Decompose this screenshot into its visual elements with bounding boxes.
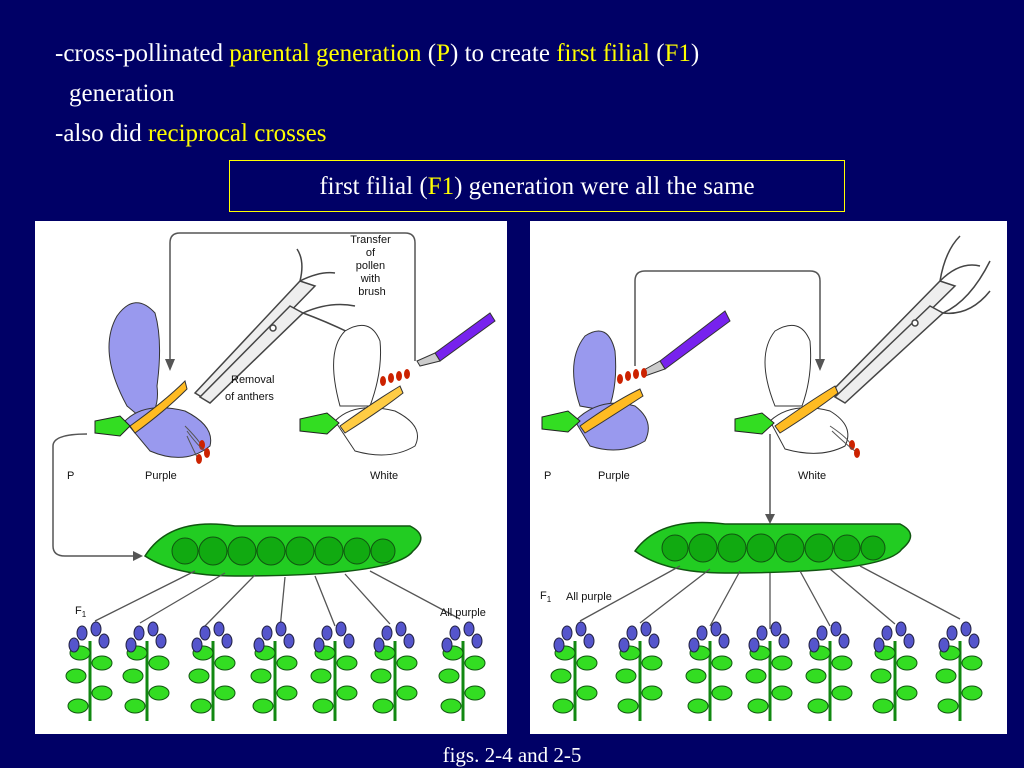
text-paren-open: ( <box>421 40 437 67</box>
callout-highlight-f1: F1 <box>427 173 455 200</box>
purple-label-right: Purple <box>598 470 630 482</box>
text-cross-pollinated: -cross-pollinated <box>55 40 230 67</box>
f1-plant-icon <box>935 621 983 721</box>
figure-caption: figs. 2-4 and 2-5 <box>442 743 582 767</box>
pea-pod-icon-right <box>633 521 912 574</box>
f1-arrows-right <box>579 565 961 629</box>
pea-pod-icon <box>143 523 422 577</box>
white-label-right: White <box>798 470 826 482</box>
highlight-p: P <box>436 40 451 67</box>
p-to-pod-arrow <box>52 433 135 557</box>
transfer-arrow-path-right <box>634 270 821 366</box>
white-to-pod-arrowhead <box>765 514 775 524</box>
highlight-parental-generation: parental generation <box>229 40 422 67</box>
scissors-icon-right <box>828 235 991 404</box>
transfer-label: Transfer of pollen with brush <box>350 234 394 298</box>
white-flower-icon-right <box>734 324 860 458</box>
f1-plant-icon <box>685 621 733 721</box>
transfer-arrowhead-right <box>815 359 825 371</box>
paint-brush-icon <box>416 312 496 367</box>
all-purple-label-right: All purple <box>566 591 612 603</box>
f1-plant-icon <box>615 621 663 721</box>
figure-left-diagram: Transfer of pollen with brush Removal of… <box>52 232 496 721</box>
bullet-line-1-continuation: generation <box>69 80 175 107</box>
callout-box: first filial (F1) generation were all th… <box>229 160 845 212</box>
paint-brush-icon-right <box>641 310 731 377</box>
f1-label-right: F1 <box>540 590 552 604</box>
purple-flower-icon-right <box>541 330 649 451</box>
scissors-icon <box>193 248 356 404</box>
f1-plants-right <box>550 621 983 721</box>
figure-left-panel: Transfer of pollen with brush Removal of… <box>35 221 507 734</box>
p-label-right: P <box>544 470 551 482</box>
text-paren-open-2: ( <box>649 40 665 67</box>
bullet-line-1: -cross-pollinated parental generation (P… <box>55 40 699 68</box>
f1-plant-icon <box>188 621 236 721</box>
figure-right-panel: P Purple White F1 All purple <box>530 221 1007 734</box>
removed-anthers-icon <box>184 425 210 464</box>
transfer-arrow-path <box>169 232 416 363</box>
bullet-line-2: -also did reciprocal crosses <box>55 120 326 148</box>
removal-label: Removal of anthers <box>225 374 277 403</box>
highlight-f1: F1 <box>664 40 691 67</box>
transfer-arrowhead <box>165 359 175 371</box>
f1-arrows <box>94 570 461 630</box>
figure-right-diagram: P Purple White F1 All purple <box>540 235 991 721</box>
f1-plant-icon <box>122 621 170 721</box>
f1-plant-icon <box>745 621 793 721</box>
text-also-did: -also did <box>55 120 149 147</box>
highlight-reciprocal-crosses: reciprocal crosses <box>148 120 327 147</box>
f1-plant-icon <box>250 621 298 721</box>
p-label: P <box>67 470 74 482</box>
f1-plant-icon <box>550 621 598 721</box>
purple-label: Purple <box>145 470 177 482</box>
f1-plant-icon <box>438 621 486 721</box>
white-label: White <box>370 470 398 482</box>
highlight-first-filial: first filial <box>556 40 650 67</box>
white-flower-icon <box>299 324 418 456</box>
f1-plants-left <box>65 621 486 721</box>
f1-plant-icon <box>805 621 853 721</box>
text-to-create: ) to create <box>450 40 557 67</box>
callout-text-1: first filial ( <box>319 173 428 200</box>
f1-plant-icon <box>310 621 358 721</box>
all-purple-label: All purple <box>440 607 486 619</box>
p-to-pod-arrowhead <box>133 551 143 561</box>
f1-plant-icon <box>870 621 918 721</box>
purple-flower-icon <box>94 302 212 458</box>
f1-plant-icon <box>370 621 418 721</box>
f1-plant-icon <box>65 621 113 721</box>
text-paren-close: ) <box>690 40 700 67</box>
f1-label: F1 <box>75 605 87 619</box>
callout-text-2: ) generation were all the same <box>454 173 755 200</box>
